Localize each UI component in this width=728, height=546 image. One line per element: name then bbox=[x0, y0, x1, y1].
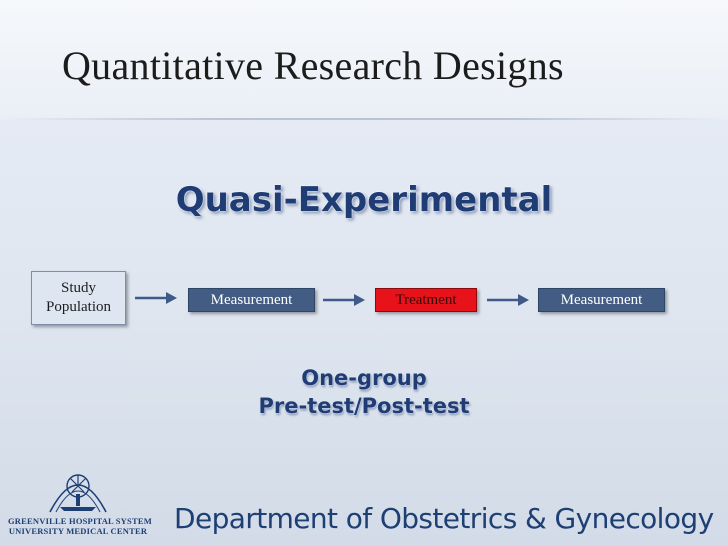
tree-seal-logo-icon bbox=[49, 474, 107, 513]
logo-text-center: UNIVERSITY MEDICAL CENTER bbox=[8, 526, 148, 536]
right-arrow-icon bbox=[323, 294, 365, 306]
hospital-logo: GREENVILLE HOSPITAL SYSTEM UNIVERSITY ME… bbox=[8, 466, 168, 540]
department-name: Department of Obstetrics & Gynecology bbox=[174, 502, 714, 535]
study-population-label-line1: Study bbox=[60, 280, 96, 296]
slide-subtitle: Quasi-Experimental bbox=[175, 180, 553, 220]
design-caption-line1: One-group bbox=[301, 366, 427, 390]
study-population-label-line2: Population bbox=[45, 299, 111, 315]
title-divider bbox=[0, 118, 728, 120]
slide-title: Quantitative Research Designs bbox=[62, 43, 564, 88]
measurement-box-post: Measurement bbox=[538, 288, 665, 312]
design-caption-line2: Pre-test/Post-test bbox=[258, 394, 470, 418]
treatment-box: Treatment bbox=[375, 288, 477, 312]
right-arrow-icon bbox=[135, 292, 177, 304]
logo-text-hospital: GREENVILLE HOSPITAL SYSTEM bbox=[8, 516, 152, 526]
title-band bbox=[0, 0, 728, 120]
right-arrow-icon bbox=[487, 294, 529, 306]
study-population-box: Study Population bbox=[31, 271, 126, 325]
measurement-box-pre: Measurement bbox=[188, 288, 315, 312]
